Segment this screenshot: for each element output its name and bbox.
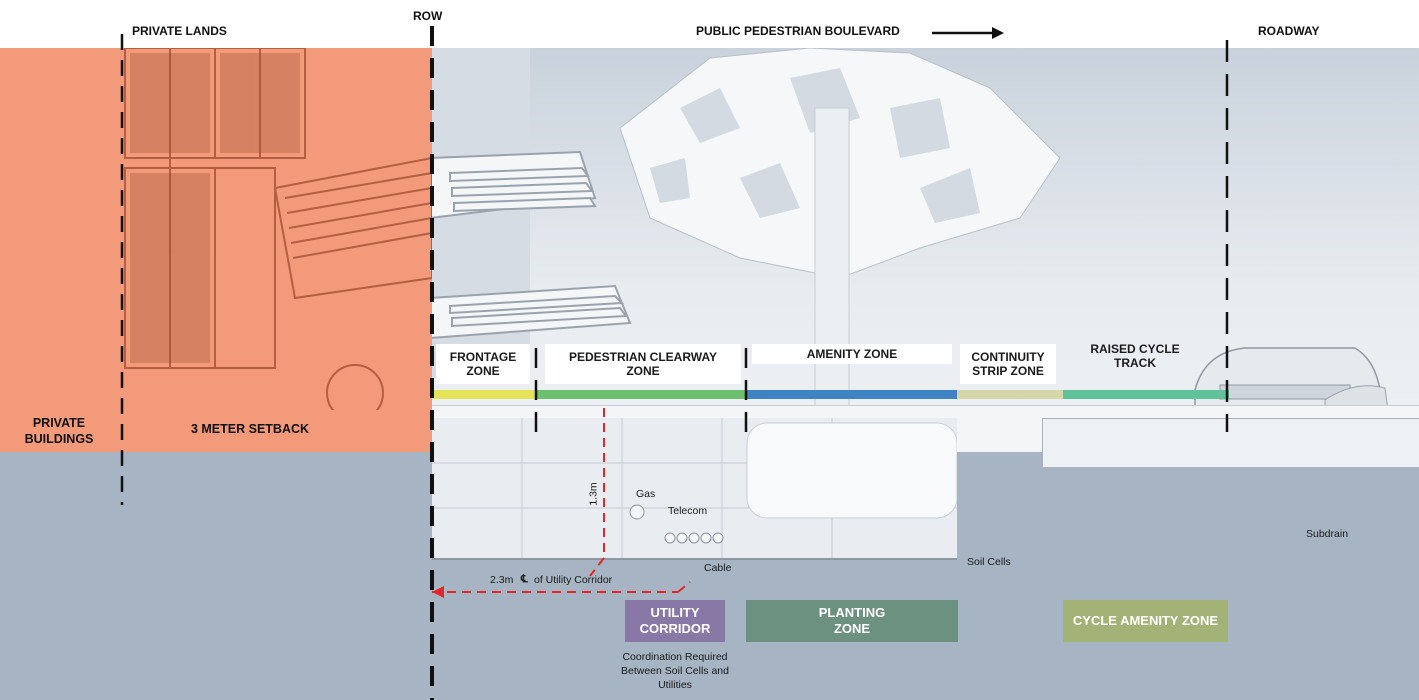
gas-label: Gas [636, 488, 656, 500]
subdrain-label: Subdrain [1306, 528, 1349, 540]
pedestrian-clearway-zone-label: PEDESTRIAN CLEARWAY ZONE [545, 344, 741, 384]
amenity-zone-label: AMENITY ZONE [752, 344, 952, 364]
row-header: ROW [413, 9, 443, 23]
pedestrian-clearway-zone-bar [536, 390, 746, 399]
roadway-curb [1042, 418, 1419, 468]
telecom-label: Telecom [668, 505, 708, 517]
frontage-zone-label: FRONTAGE ZONE [436, 344, 530, 384]
canopy-illustration [430, 48, 632, 378]
continuity-strip-zone-label: CONTINUITY STRIP ZONE [960, 344, 1056, 384]
soil-cells-pattern [432, 418, 957, 558]
cycle-amenity-zone-box: CYCLE AMENITY ZONE [1063, 600, 1228, 642]
utility-corridor-box: UTILITY CORRIDOR [625, 600, 725, 642]
roadway-header: ROADWAY [1258, 24, 1320, 38]
amenity-zone-bar [746, 390, 957, 399]
private-buildings-label: PRIVATE BUILDINGS [24, 416, 94, 446]
right-arrow-icon [932, 27, 1004, 39]
corridor-centerline-label: of Utility Corridor [534, 574, 613, 586]
centerline-icon: ℄ [521, 573, 528, 585]
building-facade-illustration [124, 48, 432, 410]
tree-illustration [619, 48, 1061, 408]
frontage-zone-bar [432, 390, 536, 399]
public-pedestrian-boulevard-header: PUBLIC PEDESTRIAN BOULEVARD [696, 24, 900, 38]
utility-depth-label: 1.3m [587, 482, 600, 506]
raised-cycle-track-bar [1063, 390, 1229, 399]
cable-label: Cable [704, 562, 732, 574]
continuity-strip-zone-bar [957, 390, 1063, 399]
coordination-note: Coordination Required Between Soil Cells… [621, 651, 729, 691]
soil-cells-label: Soil Cells [967, 556, 1011, 568]
corridor-offset-label: 2.3m [490, 574, 514, 586]
three-meter-setback-label: 3 METER SETBACK [190, 422, 310, 436]
private-lands-header: PRIVATE LANDS [132, 24, 227, 38]
raised-cycle-track-label: RAISED CYCLE TRACK [1090, 342, 1180, 370]
planting-zone-box: PLANTING ZONE [746, 600, 958, 642]
